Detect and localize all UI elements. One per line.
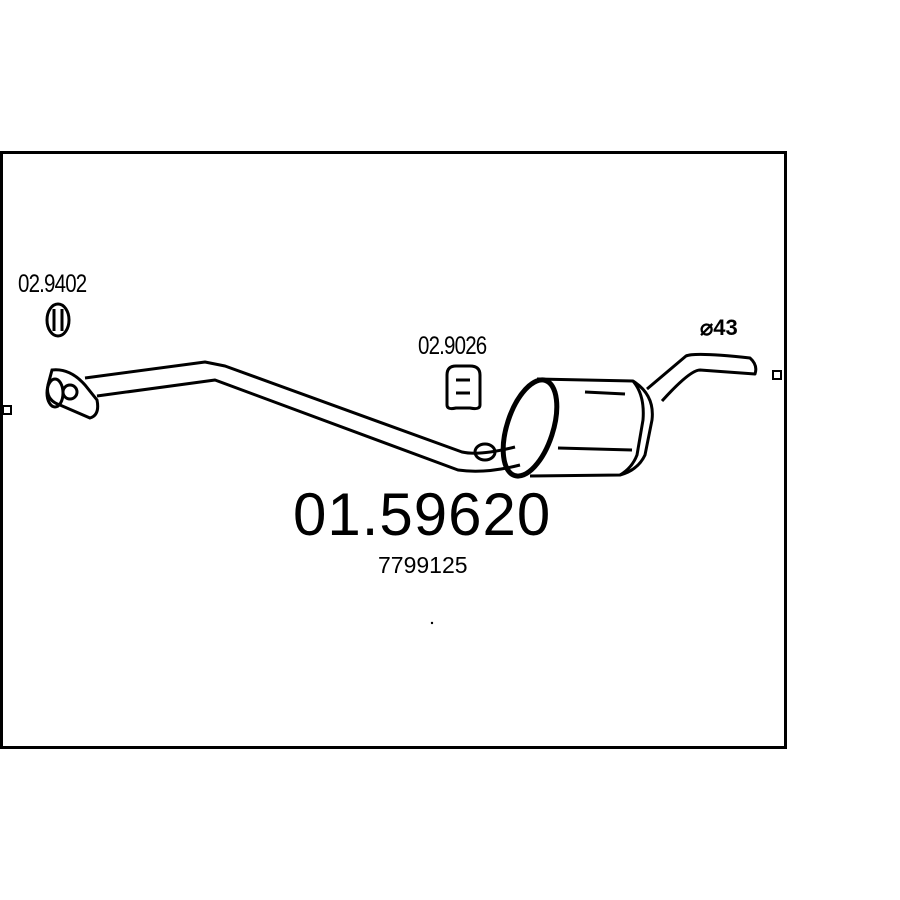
rubber-hanger-icon	[445, 364, 482, 411]
left-connector-marker	[2, 405, 12, 415]
center-dot	[430, 621, 434, 625]
pipe-diameter-label: ⌀43	[700, 315, 738, 340]
tail-pipe	[646, 352, 758, 403]
oem-number: 7799125	[378, 552, 468, 578]
muffler	[473, 377, 654, 479]
gasket-icon	[45, 302, 71, 338]
main-part-number: 01.59620	[293, 481, 552, 548]
front-pipe	[84, 360, 521, 473]
right-connector-marker	[772, 370, 782, 380]
front-flange	[45, 368, 100, 420]
gasket-part-number: 02.9402	[18, 270, 87, 298]
diagram-frame	[0, 151, 787, 749]
hanger-part-number: 02.9026	[418, 332, 487, 360]
